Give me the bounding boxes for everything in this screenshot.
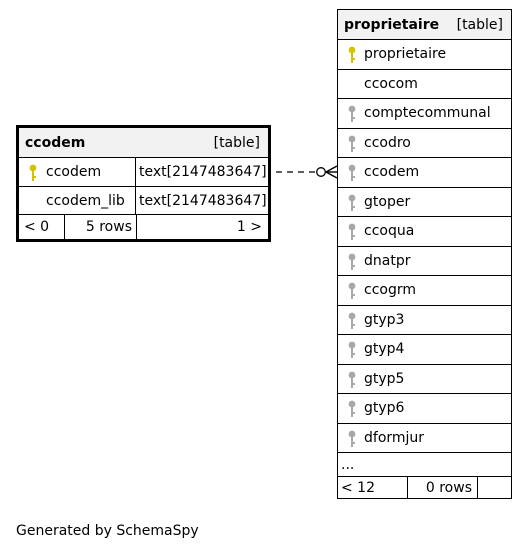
foreign-key-icon [347, 400, 357, 422]
ccodem-rows-count: 5 rows [85, 219, 132, 235]
ccodem-children-count: 1 > [236, 219, 262, 235]
column-name: ccogrm [364, 282, 416, 299]
proprietaire-table: proprietaire [table] proprietaire ccocom c… [337, 9, 512, 499]
column-name: ccodem [364, 164, 420, 181]
foreign-key-icon [347, 223, 357, 245]
proprietaire-column-row: ccoqua [338, 216, 511, 246]
column-name: ccodro [364, 134, 411, 151]
ccodem-column-row: ccodem_lib text[2147483647] [19, 186, 268, 215]
column-name: gtyp6 [364, 400, 405, 417]
foreign-key-icon [347, 312, 357, 334]
column-name: ccoqua [364, 223, 415, 240]
proprietaire-ellipsis: ... [341, 456, 355, 473]
proprietaire-column-row: dformjur [338, 422, 511, 453]
foreign-key-icon [347, 135, 357, 157]
proprietaire-column-row: ccocom [338, 68, 511, 99]
column-name: gtyp3 [364, 311, 405, 328]
foreign-key-icon [347, 341, 357, 363]
proprietaire-table-title: proprietaire [344, 16, 440, 33]
ccodem-parents-count: < 0 [24, 219, 50, 235]
proprietaire-column-row: comptecommunal [338, 98, 511, 128]
primary-key-icon [347, 46, 357, 68]
foreign-key-icon [347, 105, 357, 127]
primary-key-icon [28, 164, 38, 186]
proprietaire-rows-count: 0 rows [425, 480, 472, 496]
column-type: text[2147483647] [139, 193, 267, 209]
column-name: dnatpr [364, 252, 411, 269]
foreign-key-icon [347, 194, 357, 216]
foreign-key-icon [347, 430, 357, 452]
proprietaire-column-row: gtoper [338, 186, 511, 217]
proprietaire-table-header: proprietaire [table] [338, 10, 511, 39]
ccodem-table-header: ccodem [table] [19, 128, 268, 157]
proprietaire-column-row: ccodro [338, 127, 511, 158]
column-type: text[2147483647] [139, 164, 267, 180]
column-name: dformjur [364, 429, 425, 446]
foreign-key-icon [347, 253, 357, 275]
schemaspy-caption: Generated by SchemaSpy [16, 523, 199, 539]
column-name: gtoper [364, 193, 411, 210]
proprietaire-table-footer: < 12 0 rows [338, 476, 511, 499]
foreign-key-icon [347, 282, 357, 304]
proprietaire-column-row: dnatpr [338, 245, 511, 276]
proprietaire-table-kind: [table] [456, 16, 503, 33]
column-name: gtyp4 [364, 341, 405, 358]
relationship-zero-marker [316, 167, 326, 177]
column-name: proprietaire [364, 46, 447, 63]
column-name: ccodem_lib [46, 193, 125, 209]
foreign-key-icon [347, 371, 357, 393]
proprietaire-parents-count: < 12 [341, 480, 375, 496]
column-name: ccodem [46, 164, 102, 180]
proprietaire-column-row: proprietaire [338, 39, 511, 69]
ccodem-table-kind: [table] [213, 134, 260, 151]
column-name: ccocom [364, 75, 418, 92]
proprietaire-column-row: gtyp4 [338, 334, 511, 364]
ccodem-column-row: ccodem text[2147483647] [19, 157, 268, 186]
proprietaire-ellipsis-row: ... [338, 452, 511, 476]
ccodem-table-footer: < 0 5 rows 1 > [19, 214, 268, 239]
proprietaire-column-row: gtyp6 [338, 393, 511, 423]
proprietaire-column-row: ccogrm [338, 275, 511, 305]
ccodem-table-title: ccodem [25, 134, 86, 151]
column-name: comptecommunal [364, 105, 491, 122]
column-name: gtyp5 [364, 370, 405, 387]
proprietaire-column-row: gtyp5 [338, 363, 511, 394]
proprietaire-column-row: gtyp3 [338, 304, 511, 335]
relationship-crowfoot-marker [325, 165, 338, 179]
proprietaire-column-row: ccodem [338, 157, 511, 187]
foreign-key-icon [347, 164, 357, 186]
